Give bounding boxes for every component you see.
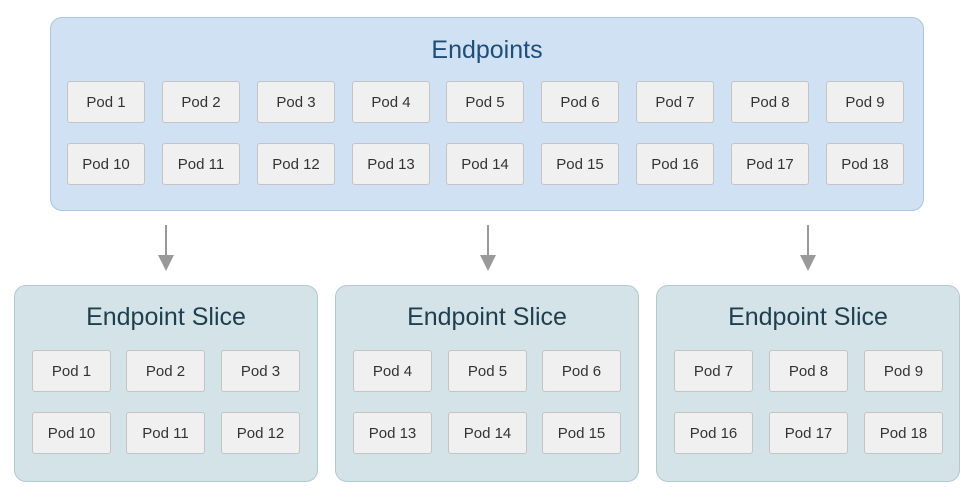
slice-pod: Pod 17	[769, 412, 848, 454]
endpoints-box: Endpoints Pod 1 Pod 2 Pod 3 Pod 4 Pod 5 …	[50, 17, 924, 211]
endpoints-pod: Pod 15	[541, 143, 619, 185]
endpoint-slice-box-2: Endpoint Slice Pod 4 Pod 5 Pod 6 Pod 13 …	[335, 285, 639, 482]
slice-pod: Pod 3	[221, 350, 300, 392]
slice-pod: Pod 1	[32, 350, 111, 392]
endpoints-pod: Pod 14	[446, 143, 524, 185]
slice-pod: Pod 11	[126, 412, 205, 454]
endpoint-slice-box-3: Endpoint Slice Pod 7 Pod 8 Pod 9 Pod 16 …	[656, 285, 960, 482]
slice-pod: Pod 5	[448, 350, 527, 392]
endpoints-pod: Pod 4	[352, 81, 430, 123]
endpoints-pod: Pod 9	[826, 81, 904, 123]
slice-pod: Pod 18	[864, 412, 943, 454]
slice-pod: Pod 6	[542, 350, 621, 392]
endpoints-pod: Pod 7	[636, 81, 714, 123]
slice-pod: Pod 9	[864, 350, 943, 392]
endpoints-pod: Pod 13	[352, 143, 430, 185]
endpoint-slice-title: Endpoint Slice	[86, 303, 246, 331]
endpoints-pod: Pod 18	[826, 143, 904, 185]
slice-pod: Pod 12	[221, 412, 300, 454]
endpoints-pod: Pod 6	[541, 81, 619, 123]
slice-pod: Pod 15	[542, 412, 621, 454]
endpoint-slice-title: Endpoint Slice	[728, 303, 888, 331]
endpoints-title: Endpoints	[431, 36, 543, 64]
endpoints-pod: Pod 11	[162, 143, 240, 185]
endpoints-pod: Pod 16	[636, 143, 714, 185]
endpoints-pod: Pod 2	[162, 81, 240, 123]
slice-pod: Pod 13	[353, 412, 432, 454]
slice-pod: Pod 16	[674, 412, 753, 454]
slice-pod: Pod 7	[674, 350, 753, 392]
down-arrow-icon	[158, 225, 174, 271]
endpoint-slice-box-1: Endpoint Slice Pod 1 Pod 2 Pod 3 Pod 10 …	[14, 285, 318, 482]
endpoints-pod: Pod 12	[257, 143, 335, 185]
down-arrow-icon	[800, 225, 816, 271]
slice-pod: Pod 10	[32, 412, 111, 454]
endpoint-slice-title: Endpoint Slice	[407, 303, 567, 331]
slice-pod: Pod 4	[353, 350, 432, 392]
endpoints-pod: Pod 8	[731, 81, 809, 123]
endpoints-pod: Pod 10	[67, 143, 145, 185]
endpoints-pod: Pod 1	[67, 81, 145, 123]
endpoints-pod: Pod 3	[257, 81, 335, 123]
slice-pod: Pod 14	[448, 412, 527, 454]
endpoints-pod: Pod 17	[731, 143, 809, 185]
slice-pod: Pod 8	[769, 350, 848, 392]
slice-pod: Pod 2	[126, 350, 205, 392]
down-arrow-icon	[480, 225, 496, 271]
endpoints-pod: Pod 5	[446, 81, 524, 123]
